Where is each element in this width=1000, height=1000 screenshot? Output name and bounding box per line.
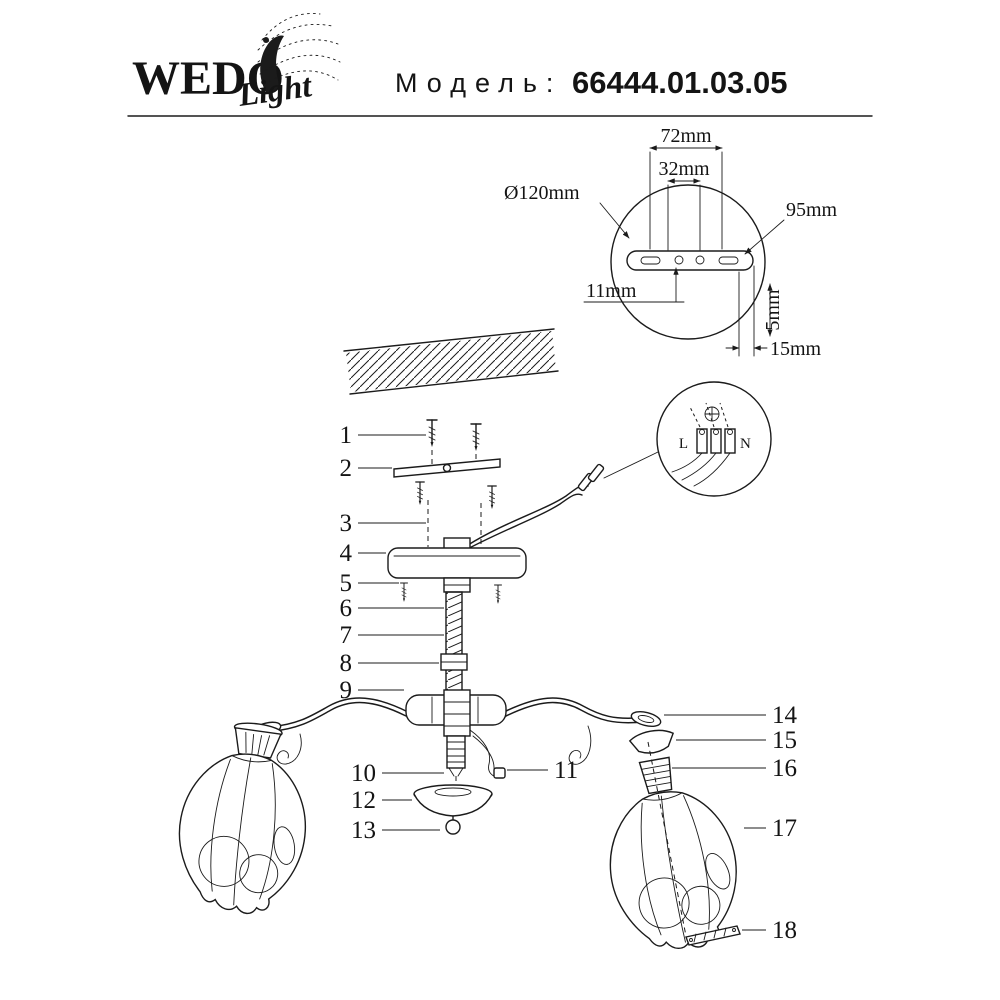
- dimension-95mm: 95mm: [744, 199, 838, 255]
- part-label-8: 8: [340, 650, 439, 677]
- detail-circle: [610, 184, 766, 340]
- canopy-screw-right: [494, 584, 502, 605]
- supply-wires: [461, 484, 589, 553]
- bottom-bowl: [413, 784, 493, 817]
- ceiling-hatch: [343, 328, 559, 395]
- part-number: 10: [351, 760, 376, 787]
- arm-left: [269, 697, 410, 732]
- coupler-block: [443, 577, 471, 593]
- model-title: Модель: 66444.01.03.05: [395, 65, 788, 100]
- dim-label: 32mm: [658, 158, 710, 180]
- detail-circle: [656, 381, 772, 497]
- part-number: 6: [340, 595, 353, 622]
- part-number: 5: [340, 570, 353, 597]
- part-label-14: 14: [664, 702, 798, 729]
- part-number: 16: [772, 755, 797, 782]
- terminal-block: [671, 402, 736, 487]
- part-label-12: 12: [351, 787, 412, 814]
- lamp-shade-left: [169, 746, 315, 920]
- lamp-axis-right: [647, 741, 687, 937]
- part-label-18: 18: [742, 917, 797, 944]
- scroll-left: [276, 733, 302, 765]
- part-number: 4: [340, 540, 353, 567]
- shade-ring-right: [630, 711, 662, 727]
- shade-collar-left: [233, 722, 283, 759]
- canopy-screw-left: [400, 582, 408, 603]
- part-label-5: 5: [340, 570, 399, 597]
- hub-coupler: [443, 689, 471, 737]
- part-number: 17: [772, 815, 797, 842]
- mounting-clip: [685, 925, 741, 946]
- label-neutral: N: [740, 436, 751, 452]
- dim-label: 95mm: [786, 199, 838, 221]
- dimension-5mm: 5mm: [738, 265, 784, 357]
- arm-right: [502, 697, 643, 724]
- dimension-11mm: 11mm: [583, 267, 685, 303]
- part-number: 9: [340, 677, 353, 704]
- part-number: 7: [340, 622, 353, 649]
- model-label: Модель:: [395, 68, 562, 98]
- part-label-10: 10: [351, 760, 444, 787]
- part-label-16: 16: [672, 755, 797, 782]
- part-number: 13: [351, 817, 376, 844]
- dimension-32mm: 32mm: [658, 158, 710, 251]
- part-label-15: 15: [676, 727, 797, 754]
- part-label-17: 17: [744, 815, 797, 842]
- finial-ball: [445, 819, 461, 835]
- peacock-icon: [257, 13, 341, 92]
- dim-label: 11mm: [586, 280, 637, 302]
- part-number: 18: [772, 917, 797, 944]
- brand-logo: WEDO Light: [132, 13, 341, 114]
- dimension-diameter-120mm: Ø120mm: [504, 182, 630, 239]
- part-number: 15: [772, 727, 797, 754]
- part-label-3: 3: [340, 510, 426, 537]
- part-number: 2: [340, 455, 353, 482]
- shade-cup-right: [628, 729, 675, 754]
- part-label-11: 11: [507, 757, 578, 784]
- threaded-rod: [445, 591, 463, 699]
- part-label-13: 13: [351, 817, 440, 844]
- wire-connectors: [577, 463, 605, 492]
- dim-label: 5mm: [762, 289, 784, 331]
- mounting-plate: [626, 250, 754, 271]
- detail-leader: [603, 451, 659, 479]
- label-live: L: [679, 436, 688, 452]
- dimension-15mm: 15mm: [725, 338, 822, 360]
- part-number: 3: [340, 510, 353, 537]
- part-number: 12: [351, 787, 376, 814]
- part-labels: 1 2 3 4 5 6 7 8: [340, 422, 798, 944]
- part-label-2: 2: [340, 455, 392, 482]
- terminal-screw-icon: [704, 406, 720, 422]
- mounting-strap: [393, 458, 501, 478]
- part-label-1: 1: [340, 422, 426, 449]
- part-label-4: 4: [340, 540, 386, 567]
- part-label-7: 7: [340, 622, 444, 649]
- scroll-right: [568, 725, 592, 765]
- dimension-72mm: 72mm: [649, 125, 723, 250]
- part-number: 1: [340, 422, 353, 449]
- dim-label: Ø120mm: [504, 182, 580, 204]
- exploded-view: [169, 419, 749, 960]
- part-label-6: 6: [340, 595, 444, 622]
- strap-screw-right: [487, 485, 497, 510]
- center-wires: [469, 729, 506, 779]
- part-number: 11: [554, 757, 578, 784]
- part-number: 14: [772, 702, 798, 729]
- center-stem: [446, 735, 466, 777]
- wiring-terminal-detail: L N: [603, 381, 772, 497]
- logo-wordmark: WEDO: [132, 52, 284, 105]
- dim-label: 15mm: [770, 338, 822, 360]
- canopy: [387, 547, 527, 579]
- anchor-screw-1: [426, 419, 438, 448]
- part-label-9: 9: [340, 677, 404, 704]
- dim-label: 72mm: [660, 125, 712, 147]
- anchor-screw-2: [470, 423, 482, 452]
- lamp-socket-right: [638, 756, 673, 795]
- mounting-plate-detail: 72mm 32mm Ø120mm 95mm 11mm 5m: [504, 125, 838, 360]
- rod-coupler: [440, 653, 468, 671]
- strap-screw-left: [415, 481, 425, 506]
- model-number: 66444.01.03.05: [572, 65, 788, 100]
- part-number: 8: [340, 650, 353, 677]
